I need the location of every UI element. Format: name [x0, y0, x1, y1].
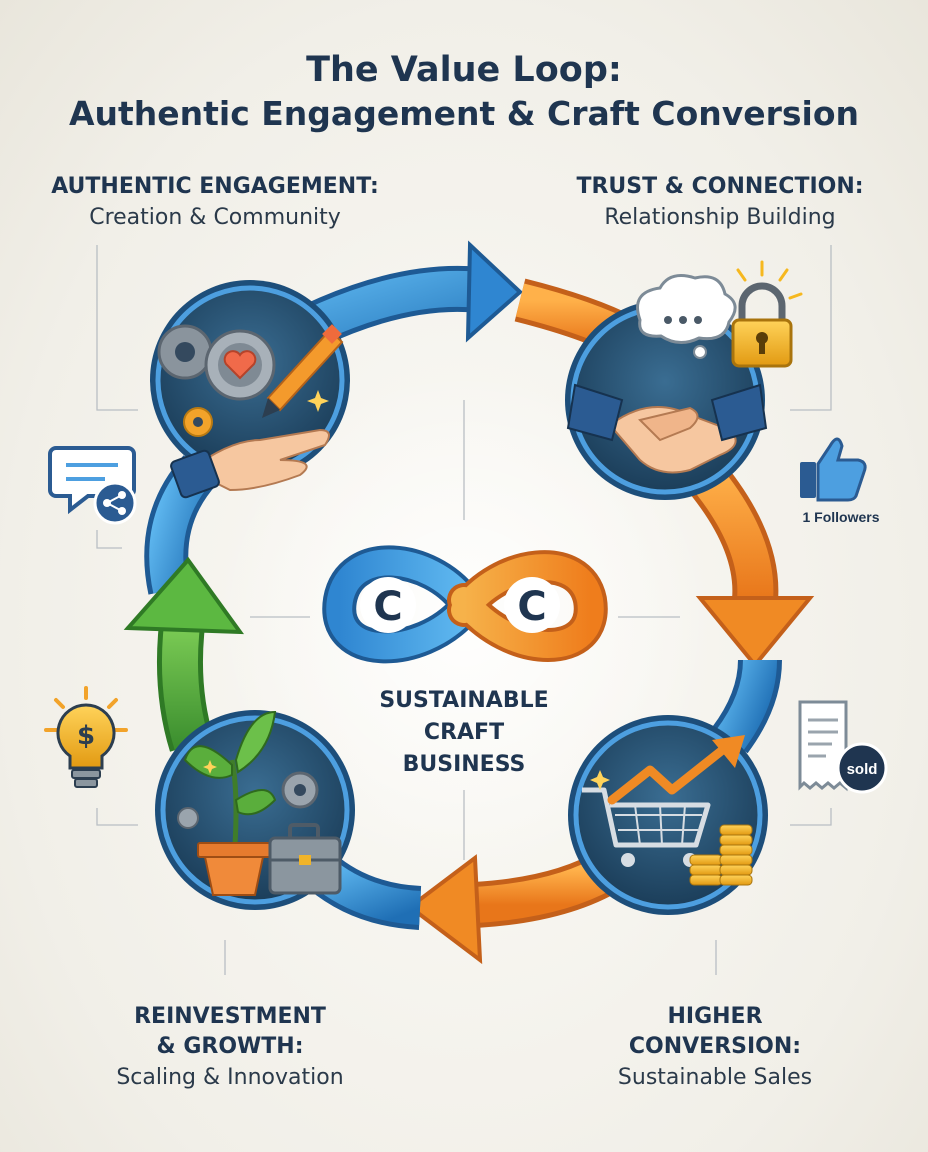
arrow-orange-right-head	[695, 596, 815, 669]
diagram-title-line1: The Value Loop:	[306, 50, 622, 90]
stage-subheading: Sustainable Sales	[617, 1065, 813, 1090]
connector-lines	[96, 245, 832, 975]
svg-text:$: $	[77, 721, 95, 751]
open-hand-icon	[170, 428, 330, 499]
handshake-icon	[566, 383, 768, 474]
center-line3: BUSINESS	[402, 752, 526, 777]
growth-arrow-icon	[607, 735, 745, 805]
logo-letter-right: C	[517, 584, 546, 630]
stage-label-conversion: HIGHER CONVERSION: Sustainable Sales	[570, 1002, 860, 1094]
stage-heading-line2: & GROWTH:	[156, 1034, 304, 1059]
arrow-blue-right	[716, 659, 777, 751]
stage-subheading: Creation & Community	[89, 205, 341, 230]
pen-icon	[262, 324, 344, 418]
center-line1: SUSTAINABLE	[379, 688, 549, 713]
stage-label-reinvestment: REINVESTMENT & GROWTH: Scaling & Innovat…	[80, 1002, 380, 1094]
gears-heart-icon	[157, 324, 276, 437]
arrow-orange-bottom-head	[406, 854, 483, 965]
stage-label-trust: TRUST & CONNECTION: Relationship Buildin…	[545, 172, 895, 234]
stage-heading: TRUST & CONNECTION:	[576, 174, 864, 199]
stage-subheading: Relationship Building	[604, 205, 836, 230]
padlock-icon	[731, 260, 803, 368]
plant-pot-icon	[183, 710, 277, 896]
stage-heading-line2: CONVERSION:	[628, 1034, 802, 1059]
chat-share-icon	[48, 446, 137, 525]
gear-icon	[177, 771, 319, 829]
thought-bubble-icon	[636, 274, 737, 359]
stage-label-engagement: AUTHENTIC ENGAGEMENT: Creation & Communi…	[30, 172, 400, 234]
stage-heading: REINVESTMENT	[134, 1004, 326, 1029]
stage-subheading: Scaling & Innovation	[116, 1065, 344, 1090]
arrow-green-left	[162, 623, 210, 751]
coins-icon	[689, 824, 753, 886]
briefcase-icon	[268, 823, 342, 895]
receipt-icon	[798, 700, 888, 794]
stage-heading: AUTHENTIC ENGAGEMENT:	[51, 174, 379, 199]
followers-count: 1 Followers	[802, 509, 880, 525]
center-label: SUSTAINABLE CRAFT BUSINESS	[324, 685, 604, 781]
stage-heading: HIGHER	[667, 1004, 763, 1029]
sold-badge-text: sold	[847, 761, 878, 778]
logo-letter-left: C	[373, 584, 402, 630]
arrow-blue-top-head	[465, 240, 523, 343]
arrow-green-left-head	[123, 556, 245, 635]
sparkles	[203, 390, 610, 790]
lightbulb-dollar-icon: $	[44, 686, 128, 788]
diagram-title-line2: Authentic Engagement & Craft Conversion	[68, 94, 860, 133]
center-line2: CRAFT	[423, 720, 505, 745]
thumbs-up-icon	[800, 437, 867, 502]
infinity-icon	[322, 545, 608, 664]
shopping-cart-icon	[582, 787, 711, 867]
